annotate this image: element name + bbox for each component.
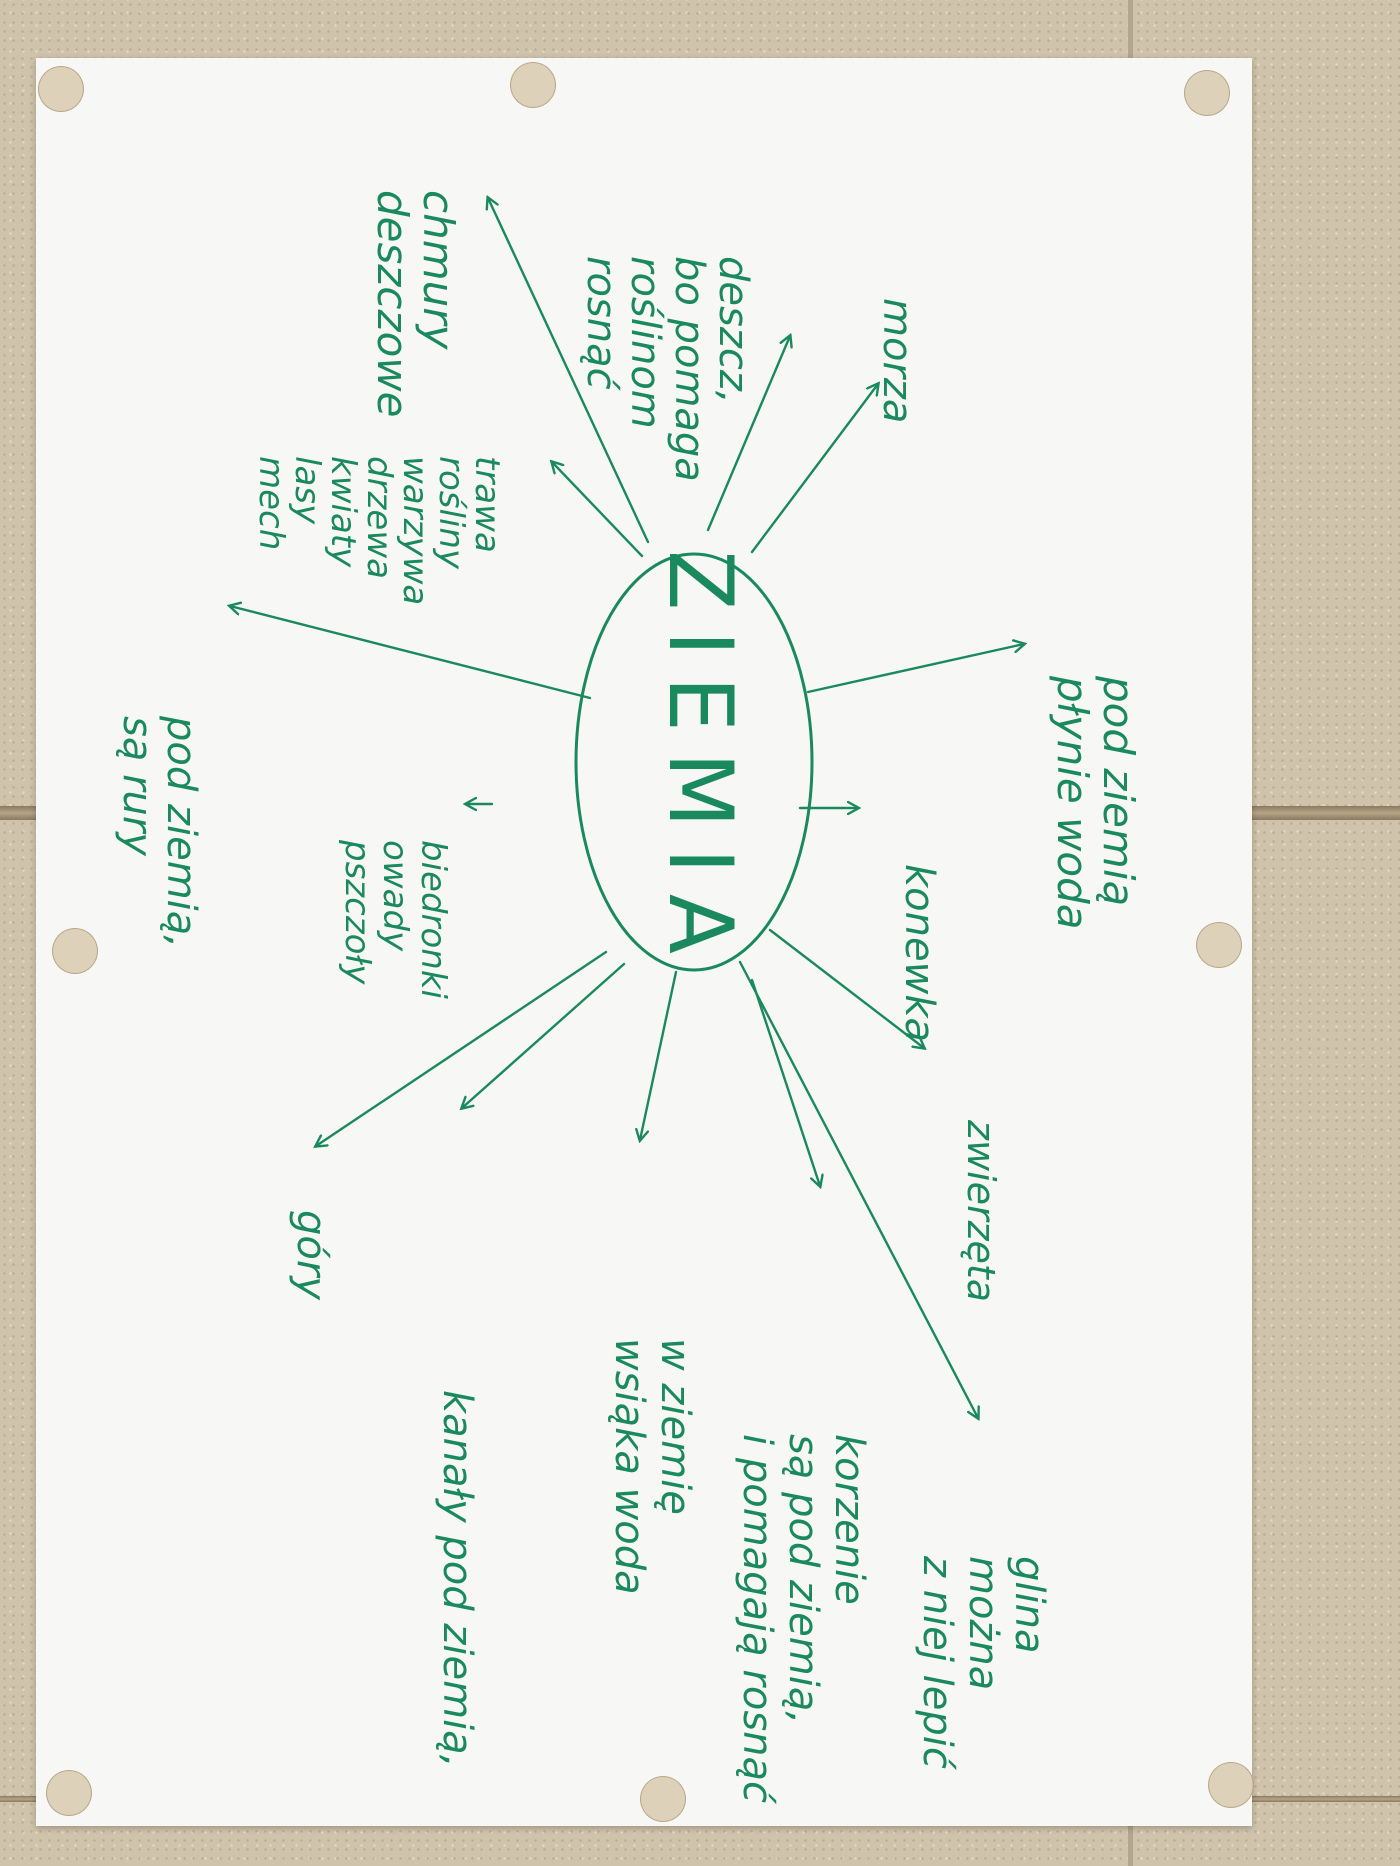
branch-arrow	[750, 978, 820, 1186]
branch-label-line: deszcz,	[710, 256, 756, 404]
branch-label-line: są rury	[114, 716, 160, 857]
branch-arrow	[640, 970, 678, 1140]
branch-label-line: mech	[251, 456, 291, 550]
tape-dot	[510, 62, 556, 108]
branch-label-line: pod ziemią	[1094, 675, 1143, 906]
branch-label-line: w ziemię	[652, 1338, 698, 1515]
branch-label-line: są pod ziemią,	[780, 1434, 826, 1724]
branch-label-line: kanały pod ziemią,	[434, 1390, 480, 1767]
branch-label-line: lasy	[287, 456, 327, 525]
branch-label-line: owady	[375, 840, 415, 952]
branch-pod-ziemia-sa-rury: pod ziemią,są rury	[114, 715, 204, 948]
branch-arrow	[806, 644, 1024, 694]
branch-label-line: pszczoły	[337, 839, 377, 985]
connectors	[230, 198, 1024, 1418]
branch-label-line: drzewa	[359, 456, 399, 579]
branch-morza: morza	[874, 298, 920, 423]
branch-gory: góry	[288, 1210, 334, 1301]
branch-label-line: biedronki	[413, 840, 453, 1000]
branch-label-line: korzenie	[826, 1434, 872, 1605]
branch-label-line: morza	[874, 298, 920, 423]
tape-dot	[1196, 922, 1242, 968]
branch-label-line: rośliny	[431, 456, 471, 570]
branch-arrow	[488, 198, 650, 544]
branch-label-line: kwiaty	[323, 456, 363, 568]
branch-label-line: pod ziemią,	[158, 715, 204, 948]
branch-label-line: i pomagają rosnąć	[734, 1434, 780, 1805]
center-label: ZIEMIA	[649, 550, 752, 974]
tape-dot	[640, 1776, 686, 1822]
branch-kanaly-pod-ziemia: kanały pod ziemią,	[434, 1390, 480, 1767]
branch-label-line: chmury	[414, 190, 463, 351]
branch-label-line: bo pomaga	[666, 256, 712, 482]
branch-arrow	[230, 606, 592, 700]
poster-paper	[36, 58, 1252, 1826]
branch-label-line: warzywa	[395, 456, 435, 605]
branch-konewka: konewka	[896, 864, 942, 1042]
branch-arrow	[768, 928, 924, 1048]
branch-arrow	[462, 962, 626, 1108]
branch-label-line: wsiąka woda	[606, 1338, 652, 1595]
branch-arrow	[750, 384, 878, 554]
branch-label-line: płynie woda	[1048, 675, 1097, 930]
branch-label-line: można	[960, 1556, 1006, 1690]
tape-dot	[46, 1770, 92, 1816]
branch-label-line: z niej lepić	[914, 1555, 960, 1771]
branch-label-line: góry	[288, 1210, 334, 1301]
branch-zwierzeta: zwierzęta	[959, 1119, 1003, 1302]
center-ellipse	[574, 552, 814, 972]
branch-label-line: deszczowe	[368, 190, 417, 417]
tape-dot	[38, 66, 84, 112]
branch-arrow	[706, 336, 790, 532]
branch-label-line: rosnąć	[578, 256, 624, 392]
tape-dot	[1184, 70, 1230, 116]
branch-arrow	[552, 462, 644, 558]
branch-label-line: roślinom	[622, 256, 668, 429]
branch-label-line: konewka	[896, 864, 942, 1042]
branch-label-line: trawa	[467, 456, 507, 553]
branch-arrow	[738, 960, 978, 1418]
branch-label-line: glina	[1006, 1556, 1052, 1653]
tape-dot	[52, 928, 98, 974]
tape-dot	[1208, 1762, 1254, 1808]
branch-arrow	[316, 950, 608, 1146]
branch-label-line: zwierzęta	[959, 1119, 1003, 1302]
